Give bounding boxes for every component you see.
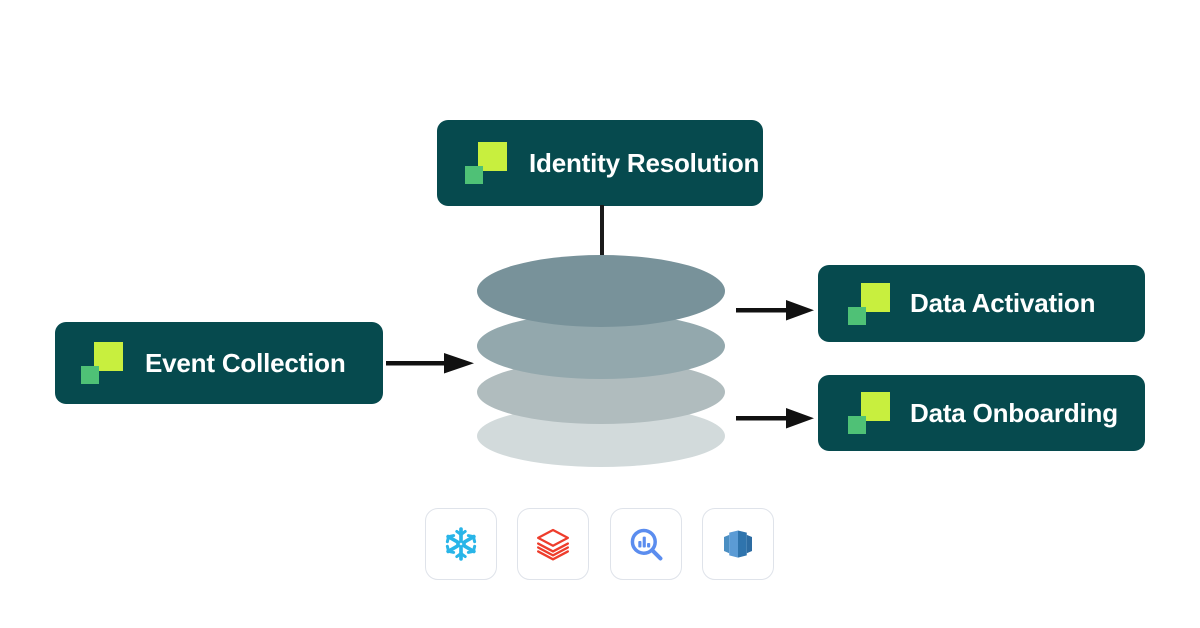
logo-square-small	[81, 366, 99, 384]
logo-square-small	[848, 416, 866, 434]
card-identity-resolution[interactable]: Identity Resolution	[437, 120, 763, 206]
integration-tile-snowflake[interactable]	[425, 508, 497, 580]
data-warehouse-stack	[477, 255, 727, 470]
databricks-icon	[536, 528, 570, 561]
card-data-onboarding[interactable]: Data Onboarding	[818, 375, 1145, 451]
snowflake-icon	[445, 527, 477, 561]
brand-logo-icon	[848, 282, 890, 325]
arrow-warehouse-to-onboarding	[736, 405, 814, 431]
brand-logo-icon	[465, 142, 507, 184]
warehouse-layer-1	[477, 255, 725, 327]
card-event-collection[interactable]: Event Collection	[55, 322, 383, 404]
integration-tile-databricks[interactable]	[517, 508, 589, 580]
arrow-event-to-warehouse	[386, 350, 474, 376]
integration-tile-redshift[interactable]	[702, 508, 774, 580]
card-identity-resolution-label: Identity Resolution	[529, 147, 760, 178]
brand-logo-icon	[81, 342, 123, 384]
redshift-icon	[724, 530, 752, 558]
card-data-activation[interactable]: Data Activation	[818, 265, 1145, 342]
integration-tile-bigquery[interactable]	[610, 508, 682, 580]
logo-square-small	[848, 306, 866, 325]
card-event-collection-label: Event Collection	[145, 347, 346, 378]
card-data-onboarding-label: Data Onboarding	[910, 397, 1118, 428]
logo-square-small	[465, 166, 483, 184]
brand-logo-icon	[848, 392, 890, 434]
arrow-warehouse-to-activation	[736, 297, 814, 323]
bigquery-icon	[630, 528, 663, 561]
connector-identity-to-warehouse	[600, 205, 604, 263]
card-data-activation-label: Data Activation	[910, 288, 1096, 318]
